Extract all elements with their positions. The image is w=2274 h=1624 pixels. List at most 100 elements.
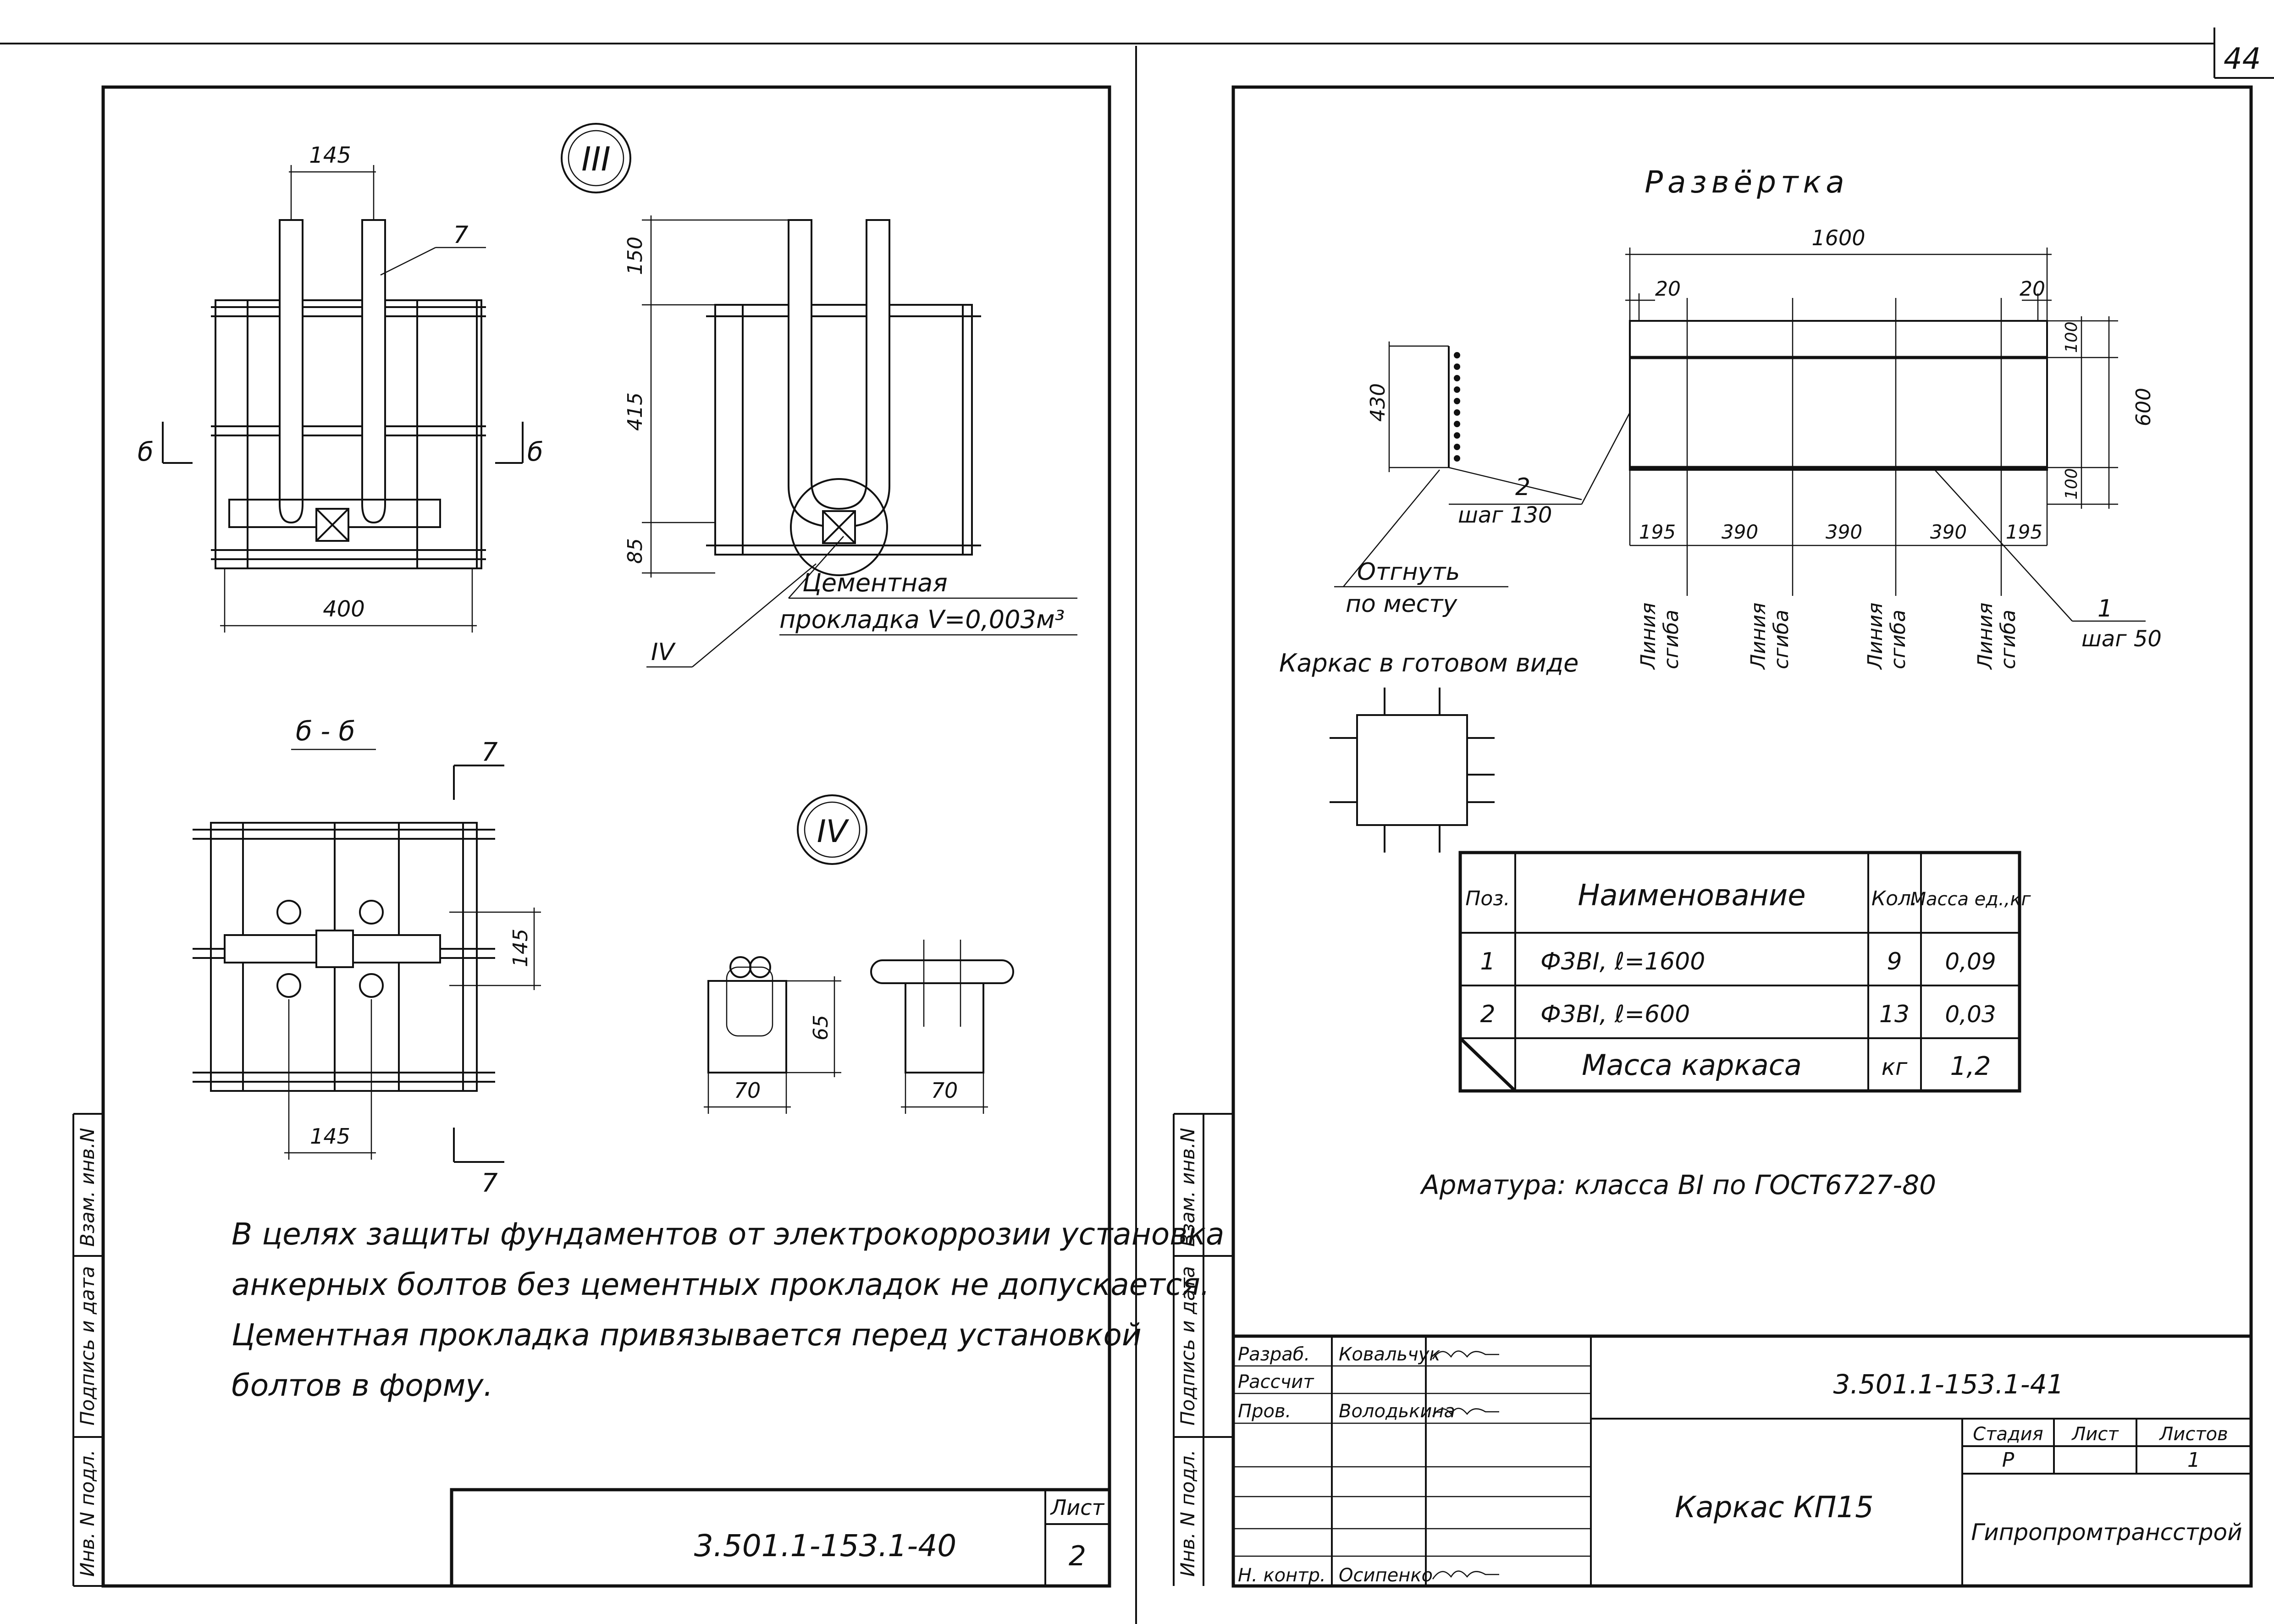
left-sheet-frame: Инв. N подл. Подпись и дата Взам. инв.N [72,85,1111,1588]
drawing-name: Каркас КП15 [1675,1491,1874,1525]
bend-line-labels: Линия сгиба Линия сгиба Линия сгиба Лини… [1637,602,2020,670]
seg-390-c: 390 [1930,521,1967,543]
dim-left-20: 20 [1655,277,1681,301]
bend-label-1a: Линия [1637,602,1660,670]
bend-label-3b: сгиба [1887,610,1910,669]
th-mass: Масса ед.,кг [1910,889,2031,910]
name-norm-controller: Осипенко [1339,1565,1433,1586]
protection-note: В целях защиты фундаментов от электрокор… [232,1217,1224,1403]
section-mark-bottom: 7 [481,1168,498,1198]
note-line-3: Цементная прокладка привязывается перед … [232,1317,1142,1353]
bend-label-1b: сгиба [1660,610,1683,669]
dim-right-20: 20 [2020,277,2045,301]
signature-checker [1432,1408,1499,1417]
section-b-b: б - б 145 145 7 7 [193,716,541,1198]
row1-qty: 9 [1887,948,1902,975]
name-checker: Володькина [1339,1401,1455,1422]
dim-100-top: 100 [2062,321,2081,353]
detail-dim-65: 65 [809,1015,833,1040]
page-header: 44 [0,28,2274,1624]
seg-390-b: 390 [1826,521,1862,543]
role-norm-control: Н. контр. [1238,1565,1326,1586]
sheets-label: Листов [2158,1424,2228,1445]
right-doc-number: 3.501.1-153.1-41 [1833,1369,2064,1400]
bend-note-line1: Отгнуть [1357,558,1460,586]
pos2-step: шаг 130 [1458,502,1552,528]
plan-dim-145: 145 [309,143,351,168]
stamp-inv-podl: Инв. N подл. [76,1450,99,1577]
note-line-2: анкерных болтов без цементных прокладок … [232,1267,1210,1302]
bend-label-4b: сгиба [1997,610,2020,669]
side-dim-415: 415 [624,392,647,431]
section-mark-top: 7 [481,738,498,767]
finished-cage-view: Каркас в готовом виде [1279,649,1579,853]
seg-195-left: 195 [1639,521,1676,543]
sheets-value: 1 [2187,1448,2200,1472]
bend-note-line2: по месту [1346,590,1457,618]
stamp-signature-date: Подпись и дата [76,1266,99,1426]
left-sheet-label: Лист [1050,1495,1105,1520]
anchor-side-view: 150 415 85 Цементная прокладка V=0,003м³… [624,215,1077,668]
pos1-step: шаг 50 [2081,626,2162,652]
page-number: 44 [2224,42,2261,76]
anchor-plan-view: 145 7 400 б б [138,143,543,633]
bend-label-3a: Линия [1864,602,1887,670]
detail-dim-70-right: 70 [931,1078,958,1103]
th-qty: Кол. [1871,887,1917,910]
cement-pad-detail: 65 70 70 [704,940,1014,1114]
left-doc-number: 3.501.1-153.1-40 [694,1528,956,1563]
bend-label-2b: сгиба [1770,610,1793,669]
pos2-number: 2 [1515,473,1530,501]
spec-table: Поз. Наименование Кол. Масса ед.,кг 1 Ф3… [1458,851,2031,1093]
role-calculated: Рассчит [1238,1371,1314,1393]
th-pos: Поз. [1465,887,1510,910]
seg-195-right: 195 [2006,521,2042,543]
role-developed: Разраб. [1238,1344,1310,1365]
row1-mass: 0,09 [1945,948,1996,975]
callout-III: III [561,123,631,193]
section-mark-right: б [527,437,543,467]
signature-developer [1432,1350,1499,1360]
total-value: 1,2 [1950,1051,1991,1081]
right-sheet-frame: Инв. N подл. Подпись и дата Взам. инв.N [1173,85,2253,1588]
total-label: Масса каркаса [1582,1048,1802,1082]
r-stamp-signature-date: Подпись и дата [1176,1266,1199,1426]
finished-view-label: Каркас в готовом виде [1279,649,1579,677]
dim-430: 430 [1366,383,1390,422]
signature-norm-controller [1432,1570,1499,1580]
section-dim-right: 145 [509,929,532,967]
th-name: Наименование [1578,879,1805,913]
note-line-1: В целях защиты фундаментов от электрокор… [232,1217,1224,1252]
row1-name: Ф3BI, ℓ=1600 [1540,948,1705,975]
name-developer: Ковальчук [1339,1344,1441,1365]
plan-leader-7: 7 [453,221,468,249]
role-checked: Пров. [1238,1401,1291,1422]
callout-IV-label: IV [817,814,850,850]
section-mark-left: б [138,437,154,467]
callout-IV: IV [797,794,867,865]
side-dim-150: 150 [624,237,647,275]
dim-600: 600 [2132,388,2155,426]
section-dim-bottom: 145 [310,1124,350,1149]
stage-label: Стадия [1973,1424,2043,1445]
unfolded-cage: 1600 20 20 195 390 390 390 195 100 600 1… [1625,226,2162,652]
dim-1600: 1600 [1811,226,1865,250]
pos1-number: 1 [2097,595,2113,622]
detail-dim-70-left: 70 [734,1078,761,1103]
pos2-side-view: 430 2 шаг 130 Отгнуть по месту [1334,341,1631,618]
stage-value: Р [2002,1448,2015,1472]
r-stamp-inv-podl: Инв. N подл. [1176,1450,1199,1577]
row2-qty: 13 [1879,1001,1910,1028]
seg-390-a: 390 [1722,521,1758,543]
pad-label-line2: прокладка V=0,003м³ [779,605,1065,634]
callout-III-label: III [581,140,611,178]
unfold-title: Развёртка [1645,165,1849,200]
note-line-4: болтов в форму. [232,1368,493,1403]
section-title: б - б [296,716,355,747]
side-dim-85: 85 [624,538,647,564]
plan-dim-400: 400 [323,596,365,622]
row2-mass: 0,03 [1945,1001,1996,1028]
dim-100-bottom: 100 [2062,468,2081,500]
organization: Гипропромтрансстрой [1971,1519,2242,1546]
